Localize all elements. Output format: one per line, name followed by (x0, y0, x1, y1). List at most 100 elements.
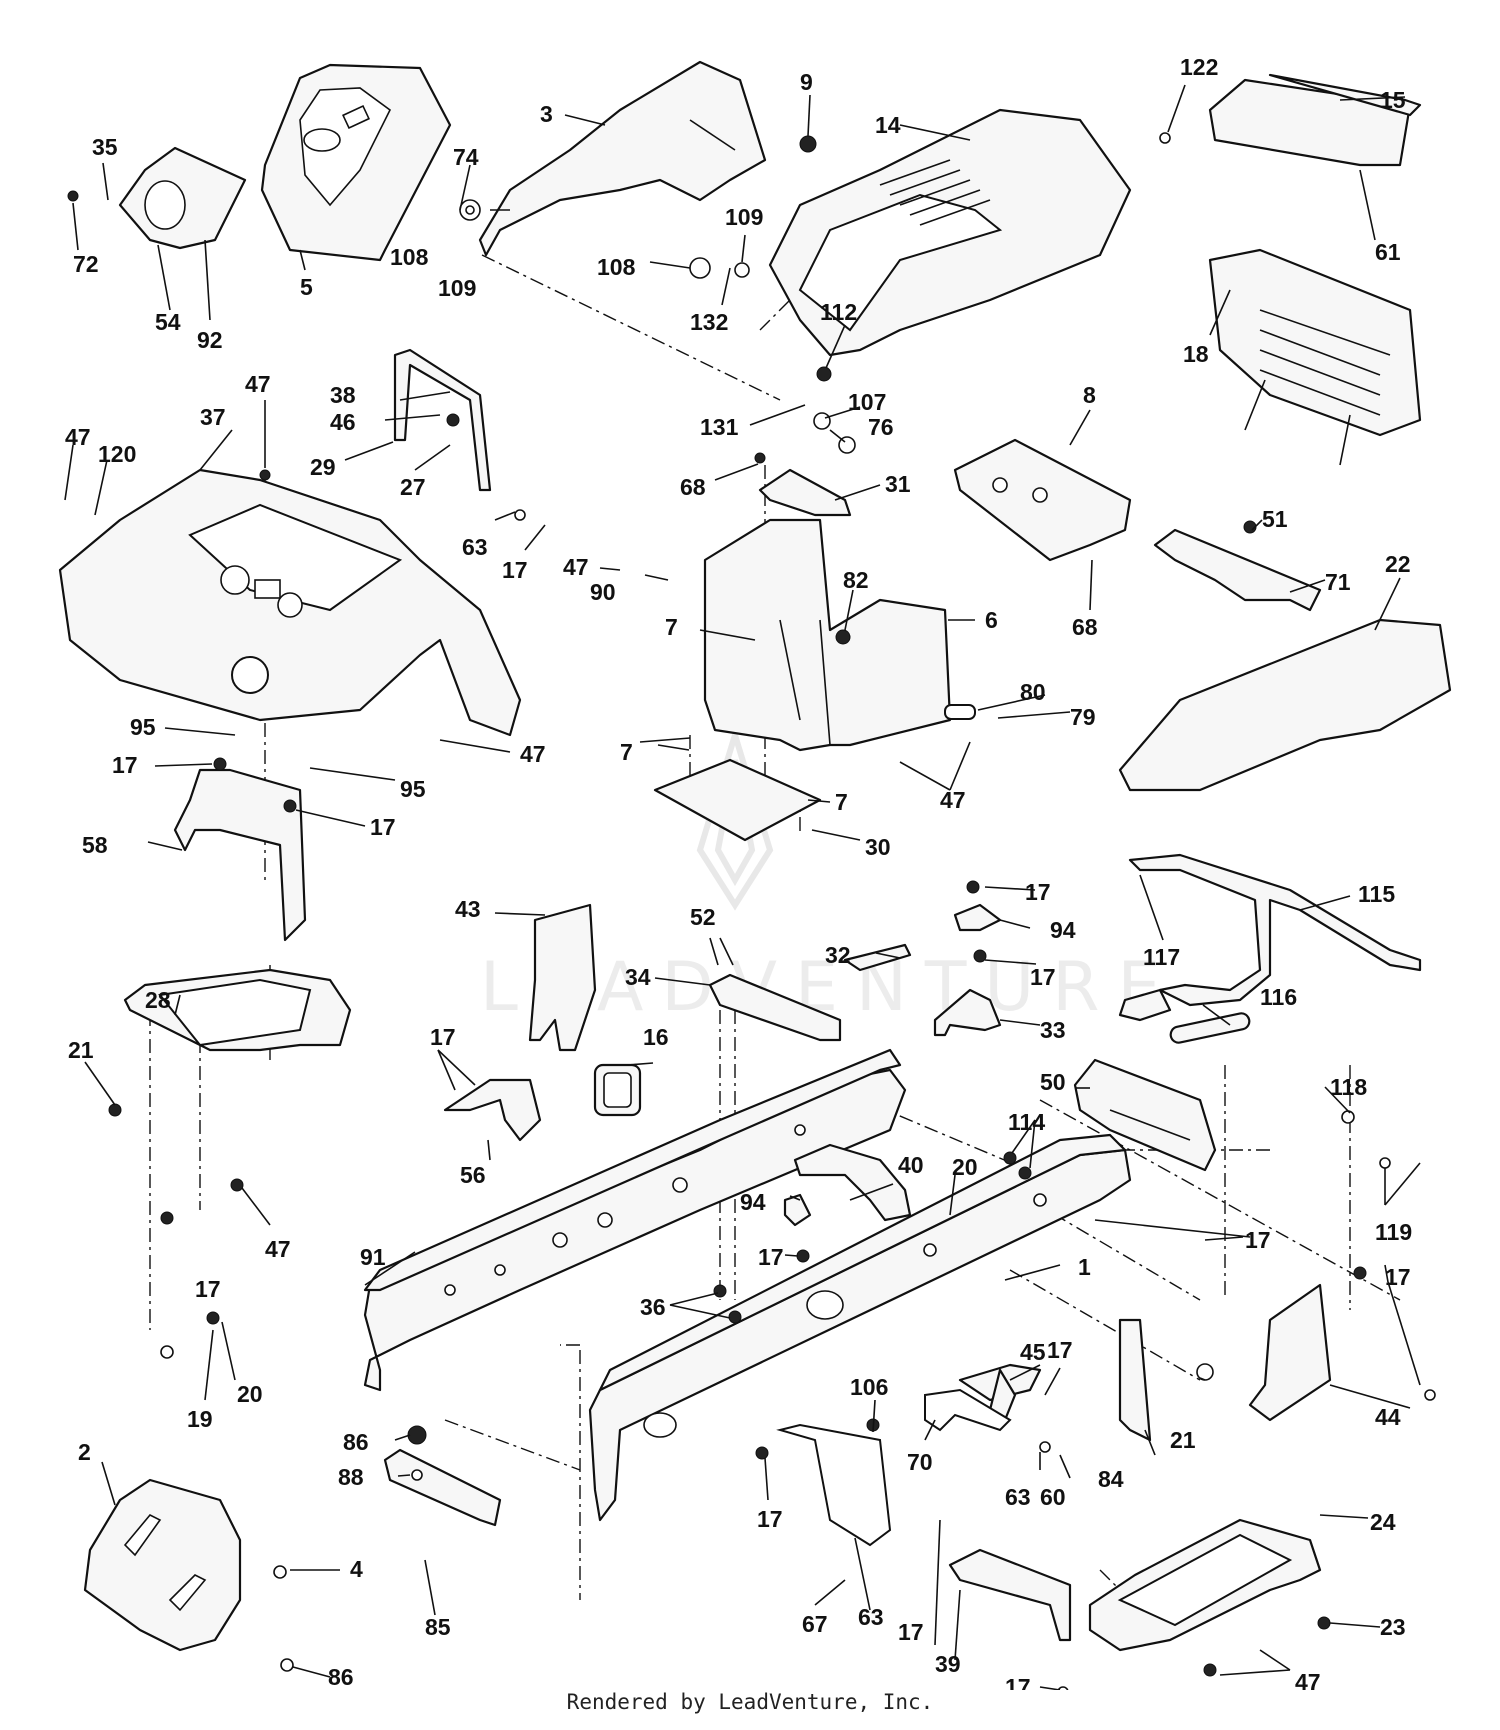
part-lever-84 (1118, 1318, 1152, 1442)
callout: 47 (940, 787, 966, 813)
part-rod-67 (776, 1423, 892, 1547)
part-rod-70 (924, 1388, 1012, 1432)
callout: 21 (1170, 1427, 1196, 1453)
part-plate-8 (953, 438, 1132, 562)
callout: 131 (700, 414, 739, 440)
callout: 76 (868, 414, 894, 440)
callout: 23 (1380, 1614, 1406, 1640)
part-bracket-15 (1208, 73, 1422, 167)
callout: 92 (197, 327, 223, 353)
callout: 39 (935, 1651, 961, 1677)
callout: 119 (1375, 1219, 1412, 1245)
callout: 17 (502, 557, 528, 583)
callout: 58 (82, 832, 108, 858)
callout: 46 (330, 409, 356, 435)
callout: 35 (92, 134, 118, 160)
part-bracket-34 (708, 973, 842, 1042)
callout: 116 (1260, 984, 1297, 1010)
part-bracket-29 (393, 348, 492, 492)
callout: 80 (1020, 679, 1046, 705)
callout: 106 (850, 1374, 888, 1400)
part-handle-115 (1118, 853, 1422, 1022)
callout: 3 (540, 101, 553, 127)
callout: 38 (330, 382, 356, 408)
callout: 63 (858, 1604, 884, 1630)
callout: 120 (98, 441, 136, 467)
callout: 33 (1040, 1017, 1066, 1043)
part-bumper-22 (1118, 618, 1452, 792)
callout: 36 (640, 1294, 666, 1320)
callout: 94 (1050, 917, 1076, 943)
part-pad-116 (1169, 1012, 1251, 1044)
callout: 117 (1143, 944, 1180, 970)
callout: 112 (820, 299, 857, 325)
callout: 47 (1295, 1669, 1321, 1690)
part-frame-rail-1 (588, 1133, 1132, 1522)
callout: 43 (455, 896, 481, 922)
part-bracket-44 (1248, 1283, 1332, 1422)
callout: 86 (328, 1664, 354, 1690)
part-hood-14 (768, 108, 1132, 357)
footer-credit: Rendered by LeadVenture, Inc. (566, 1690, 934, 1714)
callout: 84 (1098, 1466, 1124, 1492)
callout: 88 (338, 1464, 364, 1490)
part-frame-rail-91 (363, 1048, 907, 1392)
callout: 27 (400, 474, 426, 500)
callout: 71 (1325, 569, 1351, 595)
callout: 56 (460, 1162, 486, 1188)
callout: 90 (590, 579, 616, 605)
part-shield-92 (118, 146, 247, 250)
callout: 94 (740, 1189, 766, 1215)
callout: 47 (245, 371, 271, 397)
callout: 20 (237, 1381, 263, 1407)
part-fender-37 (58, 468, 522, 737)
callout: 115 (1358, 881, 1395, 907)
callout: 17 (1047, 1337, 1073, 1363)
callout: 22 (1385, 551, 1411, 577)
callout: 45 (1020, 1339, 1046, 1365)
callout: 91 (360, 1244, 386, 1270)
callout: 108 (390, 244, 429, 270)
callout: 8 (1083, 382, 1096, 408)
part-bracket-32 (843, 943, 912, 972)
callout: 50 (1040, 1069, 1066, 1095)
callout: 24 (1370, 1509, 1396, 1535)
part-dash-tower-6 (703, 518, 952, 752)
callout: 34 (625, 964, 651, 990)
callout: 2 (78, 1439, 91, 1465)
callout: 47 (520, 741, 546, 767)
callout: 17 (898, 1619, 924, 1645)
callout: 7 (620, 739, 633, 765)
part-footrest-28 (123, 968, 352, 1052)
callout: 15 (1380, 87, 1406, 113)
callout: 118 (1330, 1074, 1367, 1100)
callout: 47 (65, 424, 91, 450)
callout: 63 (1005, 1484, 1031, 1510)
callout: 4 (350, 1556, 363, 1582)
callout: 7 (665, 614, 678, 640)
part-bracket-58 (173, 768, 307, 942)
callout: 109 (438, 275, 476, 301)
part-gasket-16 (593, 1063, 642, 1117)
callout: 60 (1040, 1484, 1066, 1510)
part-bracket-94a (953, 903, 1002, 932)
callout: 95 (130, 714, 156, 740)
callout: 68 (680, 474, 706, 500)
callout: 107 (848, 389, 886, 415)
callout: 17 (1030, 964, 1056, 990)
callout: 63 (462, 534, 488, 560)
callout: 21 (68, 1037, 94, 1063)
callout: 70 (907, 1449, 933, 1475)
callout: 79 (1070, 704, 1096, 730)
part-bracket-43 (528, 903, 597, 1052)
callout: 9 (800, 69, 813, 95)
callout: 47 (265, 1236, 291, 1262)
callout: 67 (802, 1611, 828, 1637)
callout: 17 (1025, 879, 1051, 905)
leader-lines (64, 84, 1421, 1690)
callout: 68 (1072, 614, 1098, 640)
callout: 37 (200, 404, 226, 430)
callout: 29 (310, 454, 336, 480)
part-bracket-33 (933, 988, 1002, 1037)
callout: 17 (195, 1276, 221, 1302)
